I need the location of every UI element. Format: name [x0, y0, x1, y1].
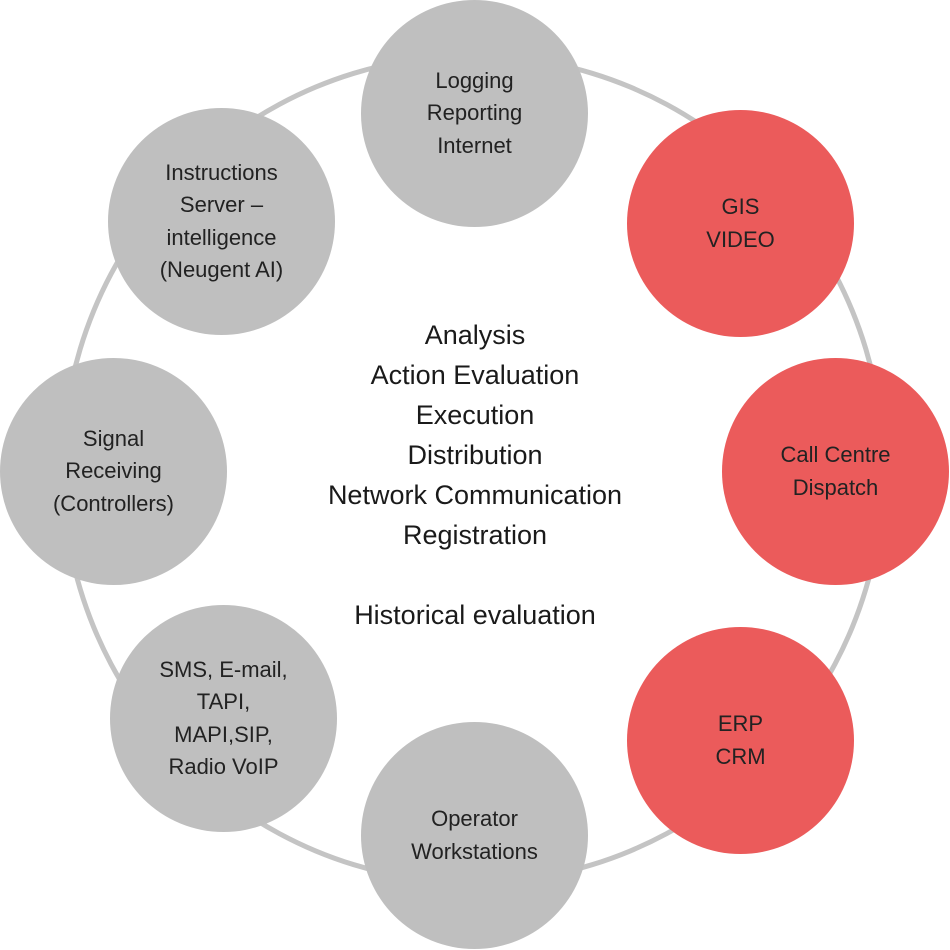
spacer — [240, 555, 710, 595]
node-label-line: Operator — [431, 806, 518, 831]
node-label-line: Workstations — [411, 838, 538, 864]
node-label-line: Reporting — [426, 100, 523, 126]
node-label-line: TAPI, — [196, 689, 251, 714]
node-signal-receiving: Signal Receiving (Controllers) — [0, 358, 227, 585]
node-label-line: SMS, E-mail, — [159, 656, 288, 682]
node-gis-video: GIS VIDEO — [627, 110, 854, 337]
node-label-line: MAPI,SIP, — [174, 721, 273, 747]
center-footer: Historical evaluation — [354, 600, 596, 630]
node-label-line: intelligence — [166, 224, 277, 250]
node-label-line: Internet — [437, 132, 512, 158]
node-label-line: VIDEO — [706, 226, 775, 252]
center-line: Action Evaluation — [370, 360, 580, 390]
node-label-line: Call Centre — [780, 442, 891, 467]
node-label-line: Logging — [435, 67, 514, 93]
node-label-line: Server – — [179, 192, 264, 217]
center-line: Execution — [415, 400, 535, 430]
node-label-line: (Neugent AI) — [159, 257, 284, 282]
center-line: Analysis — [424, 320, 526, 350]
node-label-line: (Controllers) — [52, 490, 175, 516]
center-line: Distribution — [407, 440, 543, 470]
node-label-line: CRM — [715, 743, 766, 769]
center-line: Registration — [402, 520, 548, 550]
node-sms-email-tapi: SMS, E-mail, TAPI, MAPI,SIP, Radio VoIP — [110, 605, 337, 832]
node-instructions-server: Instructions Server – intelligence (Neug… — [108, 108, 335, 335]
node-label-line: GIS — [721, 194, 760, 219]
center-line: Network Communication — [327, 480, 623, 510]
node-logging-reporting-internet: Logging Reporting Internet — [361, 0, 588, 227]
node-label-line: Dispatch — [792, 474, 879, 500]
center-process-list: Analysis Action Evaluation Execution Dis… — [240, 315, 710, 635]
node-label-line: Signal — [82, 425, 145, 451]
node-operator-workstations: Operator Workstations — [361, 722, 588, 949]
node-label-line: Radio VoIP — [168, 754, 279, 779]
node-call-centre-dispatch: Call Centre Dispatch — [722, 358, 949, 585]
node-label-line: Instructions — [165, 159, 278, 185]
node-erp-crm: ERP CRM — [627, 627, 854, 854]
node-label-line: ERP — [717, 711, 764, 736]
node-label-line: Receiving — [65, 458, 162, 484]
